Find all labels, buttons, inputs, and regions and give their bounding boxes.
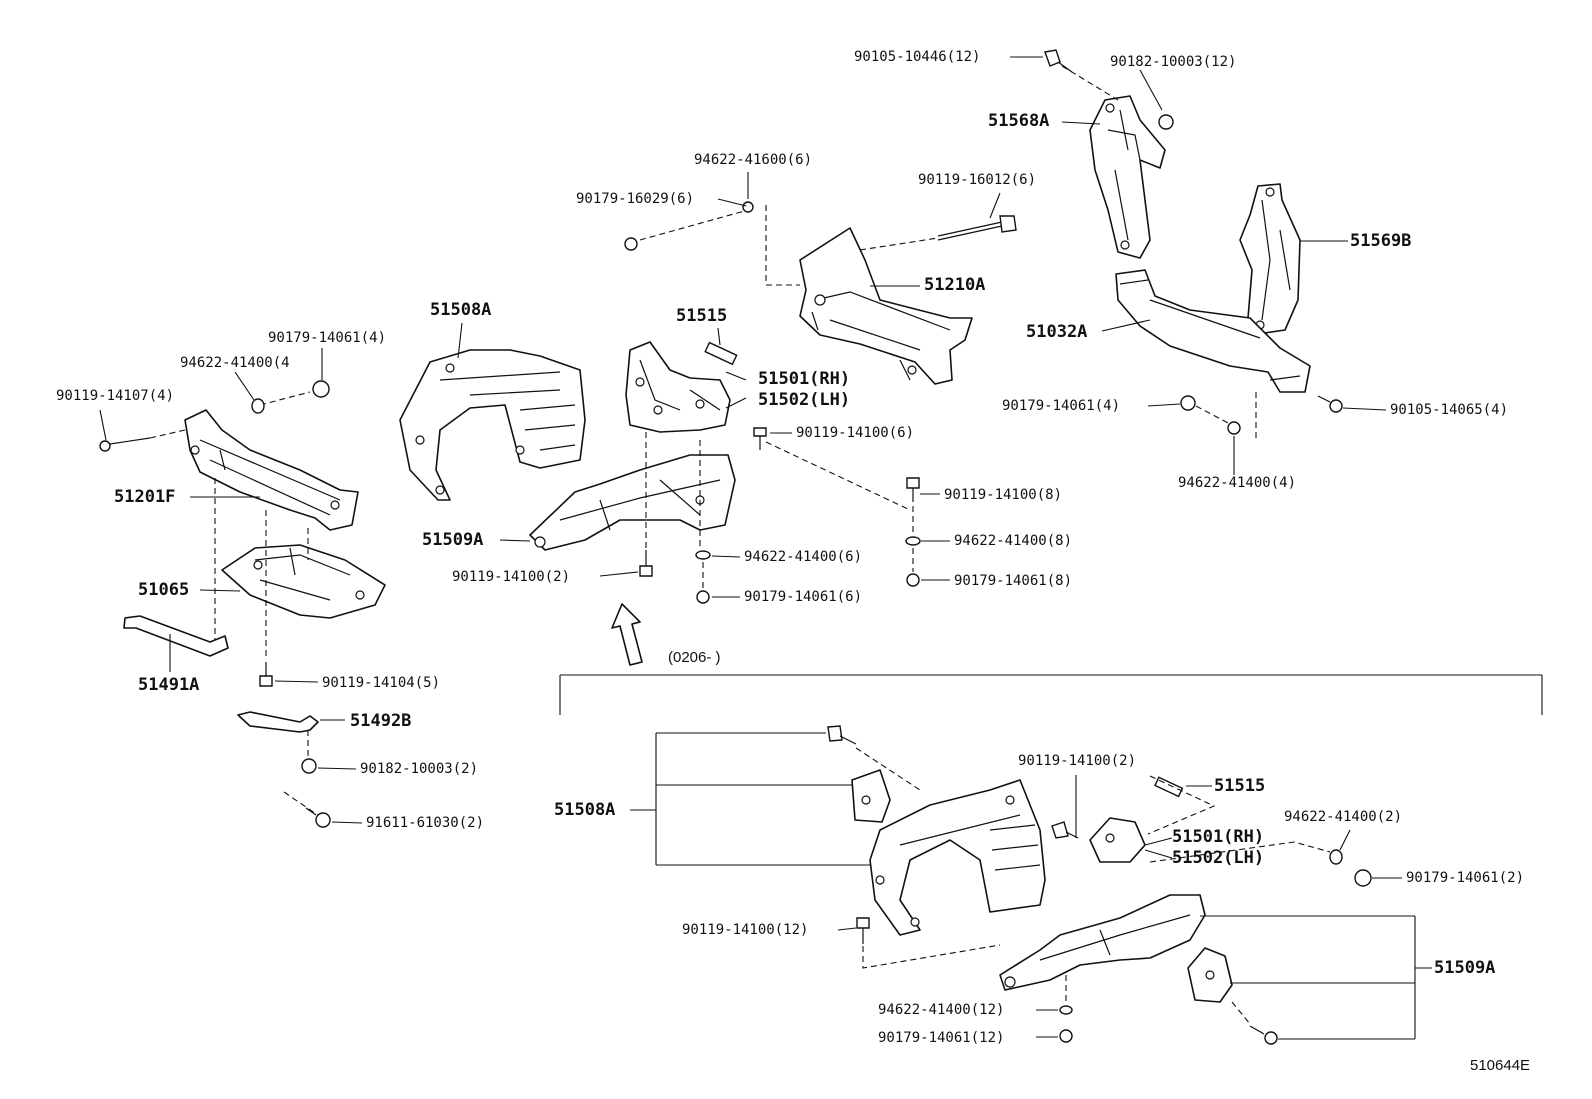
label-90119-14100-2a: 90119-14100(2) (452, 569, 571, 585)
bracket-51508a-bottom-small (851, 769, 891, 823)
label-94622-41400-6: 94622-41400(6) (744, 549, 863, 565)
date-range-note: (0206- ) (668, 649, 721, 666)
nut-90179-14061-12 (1059, 1029, 1073, 1043)
label-90182-10003-2: 90182-10003(2) (360, 761, 479, 777)
brace-51492b (237, 711, 319, 733)
crossmember-51509a-bottom (999, 894, 1206, 991)
label-51065: 51065 (138, 580, 190, 600)
nut-90179-14061-4a (312, 380, 330, 398)
bolt-90119-14100-2a (639, 550, 653, 577)
bolt-90119-14100-6 (753, 427, 767, 450)
bolt-90119-14107 (99, 437, 151, 452)
date-range-bracket (559, 674, 1543, 715)
label-51509a-top: 51509A (422, 530, 484, 550)
label-51501-bottom: 51501(RH) (1172, 827, 1265, 847)
bracket-line-51509a-bottom (1200, 915, 1432, 1040)
mount-51501-bottom (1089, 817, 1146, 863)
mount-51501-top (625, 341, 731, 433)
direction-arrow (611, 603, 643, 666)
label-51201f: 51201F (114, 487, 176, 507)
label-51569b: 51569B (1350, 231, 1412, 251)
label-90179-14061-4b: 90179-14061(4) (1002, 398, 1121, 414)
bracket-51569b (1239, 183, 1301, 335)
label-90119-14100-12: 90119-14100(12) (682, 922, 809, 938)
washer-94622-41400-8 (905, 536, 921, 546)
label-51032a: 51032A (1026, 322, 1088, 342)
washer-94622-41600 (742, 201, 754, 213)
label-90119-14104: 90119-14104(5) (322, 675, 441, 691)
bolt-51508a-bottom (827, 725, 857, 745)
label-51491a: 51491A (138, 675, 200, 695)
label-90179-14061-12: 90179-14061(12) (878, 1030, 1005, 1046)
crossmember-51508a-bottom (869, 779, 1046, 936)
bolt-91611-61030 (305, 807, 331, 828)
bolt-90119-14100-8 (906, 477, 920, 502)
bolt-90105-14065 (1317, 395, 1343, 413)
bolt-90119-14104 (259, 662, 273, 687)
stopper-51515-top (704, 341, 738, 366)
diagram-id: 510644E (1470, 1057, 1531, 1074)
label-91611-61030: 91611-61030(2) (366, 815, 485, 831)
brace-51491a (123, 615, 229, 657)
label-94622-41400-4a: 94622-41400(4 (180, 355, 290, 371)
label-90119-14100-8: 90119-14100(8) (944, 487, 1063, 503)
plate-51065 (221, 544, 386, 619)
bracket-51568a (1089, 95, 1166, 259)
label-90119-16012: 90119-16012(6) (918, 172, 1037, 188)
label-94622-41400-4b: 94622-41400(4) (1178, 475, 1297, 491)
label-51515-top: 51515 (676, 306, 728, 326)
label-51210a: 51210A (924, 275, 986, 295)
nut-90179-14061-8 (906, 573, 920, 587)
nut-90179-14061-6 (696, 590, 710, 604)
crossmember-51509a-top (529, 454, 736, 551)
label-90179-14061-6: 90179-14061(6) (744, 589, 863, 605)
label-90179-16029: 90179-16029(6) (576, 191, 695, 207)
nut-90182-10003-12 (1158, 114, 1174, 130)
bolt-90119-14100-12 (856, 917, 870, 944)
bolt-51509a-bottom (1249, 1025, 1278, 1045)
label-94622-41600: 94622-41600(6) (694, 152, 813, 168)
bracket-51509a-bottom (1187, 947, 1233, 1003)
label-90119-14100-2b: 90119-14100(2) (1018, 753, 1137, 769)
label-90179-14061-4a: 90179-14061(4) (268, 330, 387, 346)
label-90119-14100-6: 90119-14100(6) (796, 425, 915, 441)
label-90119-14107: 90119-14107(4) (56, 388, 175, 404)
label-51568a: 51568A (988, 111, 1050, 131)
label-90179-14061-8: 90179-14061(8) (954, 573, 1073, 589)
bracket-line-51508a-bottom (630, 732, 870, 866)
crossmember-51508a-top (399, 349, 586, 501)
bolt-90105-10446 (1044, 49, 1073, 73)
label-90105-10446: 90105-10446(12) (854, 49, 981, 65)
label-51508a-bottom: 51508A (554, 800, 616, 820)
label-90179-14061-2: 90179-14061(2) (1406, 870, 1525, 886)
label-90105-14065: 90105-14065(4) (1390, 402, 1509, 418)
crossmember-51032a (1115, 269, 1311, 393)
nut-90179-14061-2 (1354, 869, 1372, 887)
label-51502-top: 51502(LH) (758, 390, 851, 410)
support-51201f (184, 409, 359, 531)
label-94622-41400-8: 94622-41400(8) (954, 533, 1073, 549)
support-51210a (799, 227, 973, 385)
washer-94622-41400-12 (1059, 1005, 1073, 1015)
washer-94622-41400-2 (1329, 849, 1343, 865)
label-51492b: 51492B (350, 711, 412, 731)
label-51501-top: 51501(RH) (758, 369, 851, 389)
washer-94622-41400-6 (695, 550, 711, 560)
bolt-90119-14100-2b (1051, 821, 1079, 839)
bolt-90119-16012 (937, 215, 1017, 241)
washer-94622-41400-4b (1227, 421, 1241, 435)
label-51509a-bottom: 51509A (1434, 958, 1496, 978)
nut-90179-14061-4b (1180, 395, 1196, 411)
label-51502-bottom: 51502(LH) (1172, 848, 1265, 868)
label-94622-41400-12: 94622-41400(12) (878, 1002, 1005, 1018)
label-94622-41400-2: 94622-41400(2) (1284, 809, 1403, 825)
nut-90179-16029 (624, 237, 638, 251)
label-90182-10003-12: 90182-10003(12) (1110, 54, 1237, 70)
label-51515-bottom: 51515 (1214, 776, 1266, 796)
washer-94622-41400-4a (251, 398, 265, 414)
nut-90182-10003-2 (301, 758, 317, 774)
label-51508a-top: 51508A (430, 300, 492, 320)
